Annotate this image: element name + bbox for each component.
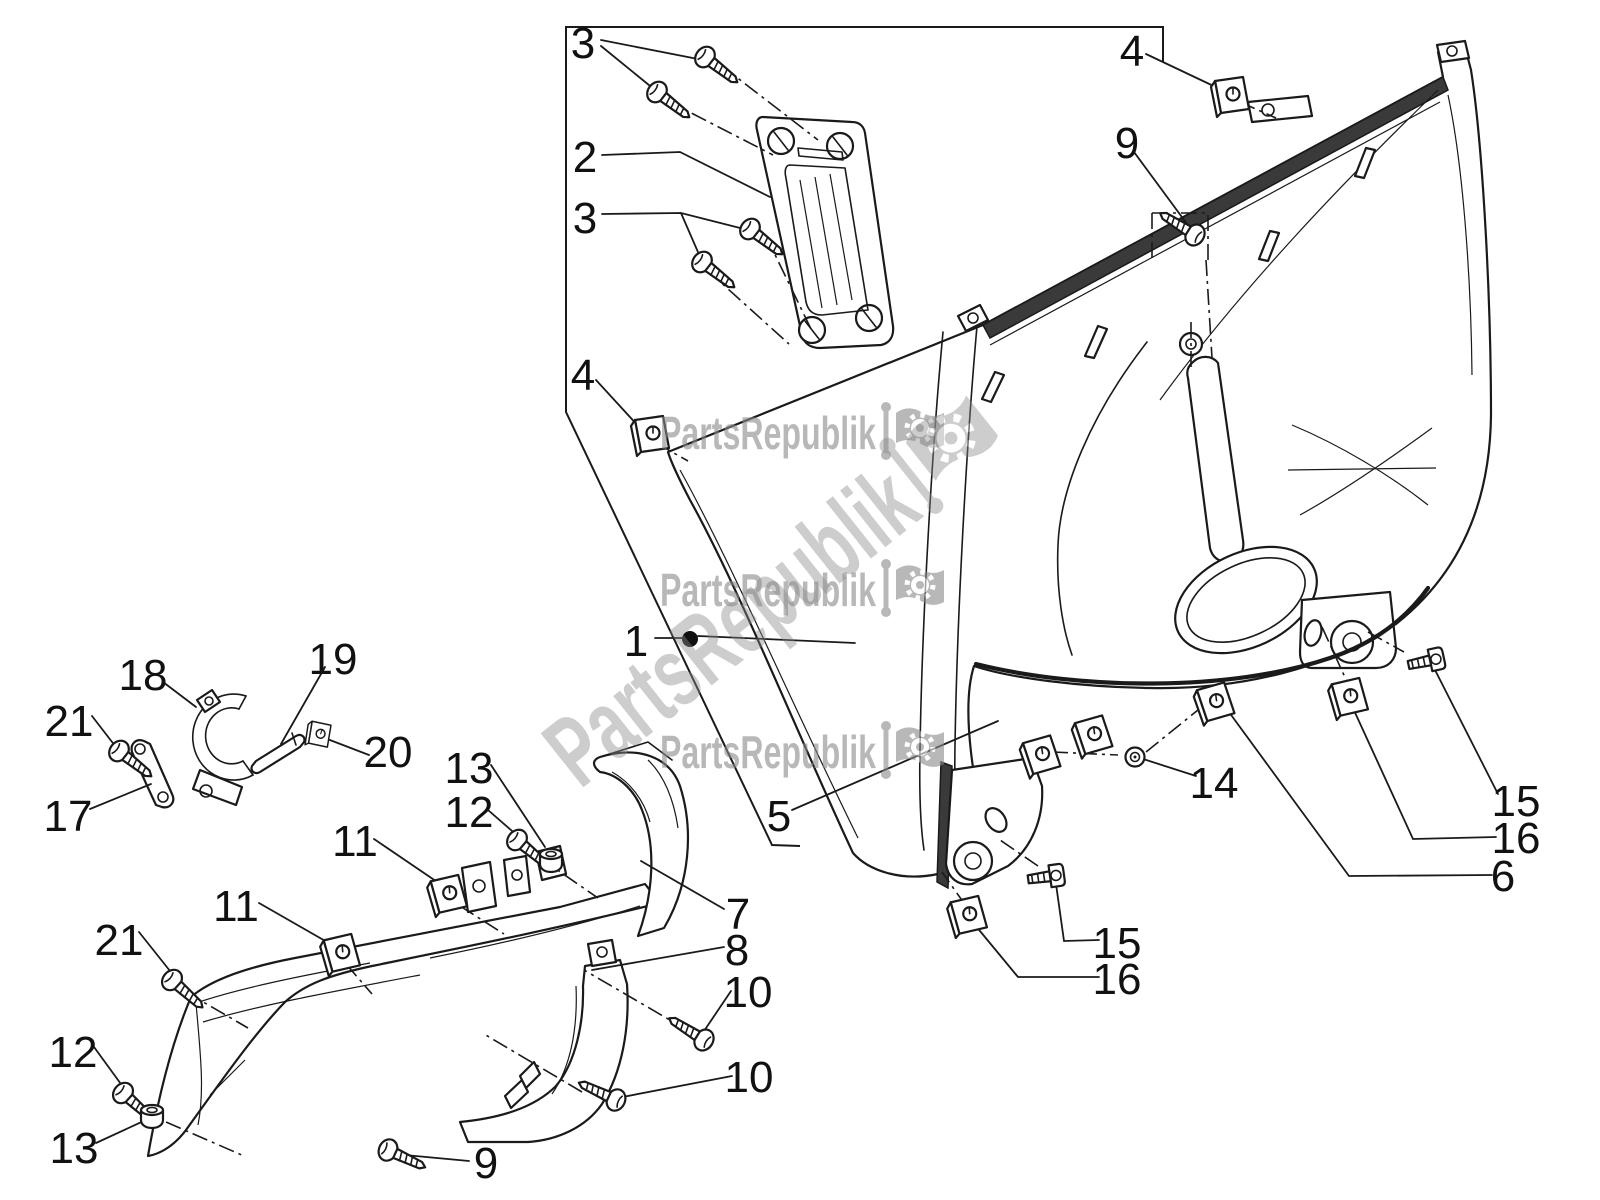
watermark-row-1: PartsRepublik bbox=[660, 402, 944, 460]
watermark-text: PartsRepublik bbox=[660, 564, 876, 616]
callout-label-21-26: 21 bbox=[45, 697, 94, 746]
clip bbox=[1209, 75, 1251, 119]
callout-label-8-15: 8 bbox=[725, 926, 749, 975]
item-1-dot bbox=[682, 631, 698, 647]
callout-label-16-10: 16 bbox=[1492, 814, 1541, 863]
clip bbox=[1069, 713, 1115, 761]
callout-label-9-4: 9 bbox=[1115, 119, 1139, 168]
group-bracket bbox=[565, 26, 1164, 847]
callout-label-2-1: 2 bbox=[573, 133, 597, 182]
screw bbox=[690, 41, 746, 93]
cap-nut bbox=[538, 847, 564, 874]
callout-label-10-17: 10 bbox=[725, 1053, 774, 1102]
callout-label-4-5: 4 bbox=[571, 351, 595, 400]
watermarks: PartsRepublik PartsRepublik PartsRepubli… bbox=[660, 402, 944, 779]
callout-label-20-30: 20 bbox=[364, 728, 413, 777]
bolt bbox=[1405, 645, 1448, 677]
callout-label-3-0: 3 bbox=[571, 19, 595, 68]
clip bbox=[1326, 676, 1370, 722]
footplate-panel bbox=[755, 115, 895, 350]
lower-trim-panel bbox=[458, 938, 629, 1144]
watermark-text: PartsRepublik bbox=[660, 407, 876, 459]
callout-label-18-28: 18 bbox=[119, 651, 168, 700]
callout-label-14-8: 14 bbox=[1190, 759, 1239, 808]
leader-lines bbox=[89, 39, 1499, 1162]
callout-label-10-16: 10 bbox=[724, 968, 773, 1017]
callout-label-9-18: 9 bbox=[474, 1139, 498, 1188]
watermark-text: PartsRepublik bbox=[660, 726, 876, 778]
clip bbox=[1191, 680, 1237, 728]
callout-label-11-20: 11 bbox=[213, 882, 259, 931]
callout-label-11-19: 11 bbox=[332, 817, 378, 866]
screw bbox=[642, 76, 698, 128]
watermark-row-2: PartsRepublik bbox=[660, 559, 944, 617]
callout-label-17-27: 17 bbox=[44, 792, 93, 841]
callout-label-12-23: 12 bbox=[49, 1028, 98, 1077]
trim-blade-panel bbox=[592, 741, 690, 938]
callout-label-12-22: 12 bbox=[445, 788, 494, 837]
callout-label-1-6: 1 bbox=[624, 617, 648, 666]
callout-label-3-2: 3 bbox=[573, 194, 597, 243]
callout-label-13-21: 13 bbox=[445, 744, 494, 793]
bolt bbox=[1025, 862, 1067, 892]
cap-nut bbox=[139, 1103, 165, 1130]
callout-label-5-7: 5 bbox=[767, 792, 791, 841]
hook-clamp-group bbox=[130, 688, 306, 809]
clip bbox=[300, 717, 336, 753]
callout-label-13-24: 13 bbox=[50, 1124, 99, 1173]
pin bbox=[250, 733, 306, 775]
rivet bbox=[1124, 746, 1146, 768]
callout-label-21-25: 21 bbox=[95, 916, 144, 965]
watermark-row-3: PartsRepublik bbox=[660, 721, 944, 779]
callout-label-16-13: 16 bbox=[1093, 955, 1142, 1004]
callout-label-6-11: 6 bbox=[1491, 852, 1515, 901]
strap-link bbox=[130, 739, 175, 809]
screw bbox=[662, 1007, 719, 1056]
callout-label-15-12: 15 bbox=[1093, 919, 1142, 968]
clip bbox=[425, 873, 469, 919]
screw bbox=[687, 246, 743, 298]
callout-label-4-3: 4 bbox=[1120, 27, 1144, 76]
callout-label-15-9: 15 bbox=[1492, 777, 1541, 826]
callout-label-7-14: 7 bbox=[726, 890, 750, 939]
main-shield-panel bbox=[666, 39, 1493, 890]
top-rail bbox=[981, 75, 1449, 340]
side-cover-panel bbox=[146, 844, 662, 1158]
callout-label-19-29: 19 bbox=[309, 635, 358, 684]
